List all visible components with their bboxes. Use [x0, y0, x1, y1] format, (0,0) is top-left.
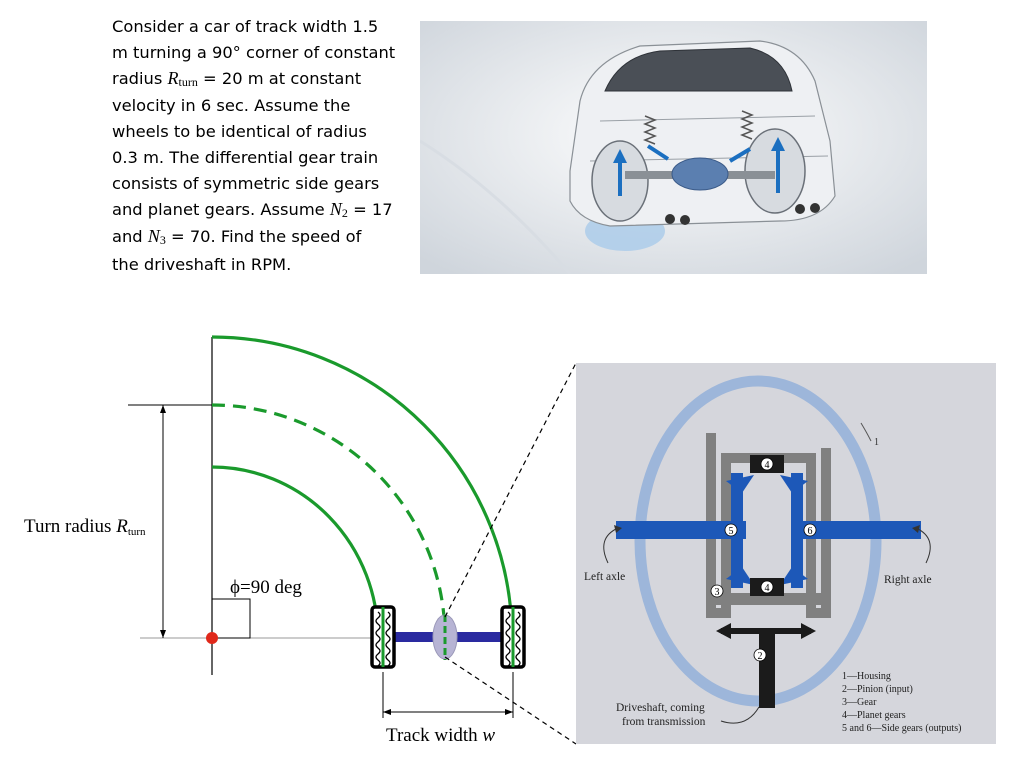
driveshaft-label-1: Driveshaft, coming	[616, 702, 705, 714]
left-wheel	[370, 605, 396, 669]
problem-line: and N3 = 70. Find the speed of	[112, 226, 362, 248]
right-axle-label: Right axle	[884, 574, 932, 586]
legend-item: 5 and 6—Side gears (outputs)	[842, 723, 961, 734]
legend-item: 1—Housing	[842, 671, 891, 682]
left-axle-shaft	[616, 521, 746, 539]
car-differential-illustration	[420, 21, 927, 274]
problem-line: 0.3 m. The differential gear train	[112, 147, 379, 167]
label-side-left: 5	[729, 526, 734, 537]
zoom-line-top	[444, 362, 577, 618]
problem-line: consists of symmetric side gears	[112, 173, 380, 193]
legend: 1—Housing 2—Pinion (input) 3—Gear 4—Plan…	[842, 671, 961, 734]
problem-line: velocity in 6 sec. Assume the	[112, 96, 351, 116]
driveshaft-label-2: from transmission	[622, 716, 706, 728]
differential-schematic: 4 5 6 4 3 2 1 Left axle Right axle Drive…	[576, 363, 996, 744]
turn-center-dot	[206, 632, 218, 644]
problem-statement: Consider a car of track width 1.5 m turn…	[112, 14, 412, 278]
label-side-right: 6	[808, 526, 813, 537]
problem-line: and planet gears. Assume N2 = 17	[112, 198, 393, 220]
track-width-label: Track width w	[386, 725, 495, 746]
problem-line: Consider a car of track width 1.5	[112, 17, 379, 36]
right-axle-shaft	[791, 521, 921, 539]
problem-line: radius Rturn = 20 m at constant	[112, 67, 362, 89]
problem-line: m turning a 90° corner of constant	[112, 42, 396, 62]
label-pinion: 2	[758, 651, 763, 662]
legend-item: 2—Pinion (input)	[842, 684, 913, 695]
outer-wheel-path	[211, 335, 514, 639]
label-planet-bottom: 4	[765, 583, 770, 594]
label-gear: 3	[715, 587, 720, 598]
center-path	[211, 403, 447, 639]
problem-line: the driveshaft in RPM.	[112, 255, 292, 275]
turn-diagram: Turn radius Rturn ϕ=90 deg Track width w	[24, 335, 577, 746]
label-planet-top: 4	[765, 460, 770, 471]
problem-line: wheels to be identical of radius	[112, 122, 367, 142]
label-housing: 1	[874, 437, 879, 448]
phi-label: ϕ=90 deg	[230, 577, 302, 598]
right-angle-marker	[211, 598, 251, 639]
left-axle-label: Left axle	[584, 571, 625, 583]
legend-item: 4—Planet gears	[842, 710, 906, 721]
housing	[634, 375, 882, 707]
right-wheel	[500, 605, 526, 669]
legend-item: 3—Gear	[842, 697, 877, 708]
turn-radius-label: Turn radius Rturn	[24, 516, 146, 538]
inner-wheel-path	[211, 465, 380, 639]
driveshaft	[759, 633, 775, 708]
